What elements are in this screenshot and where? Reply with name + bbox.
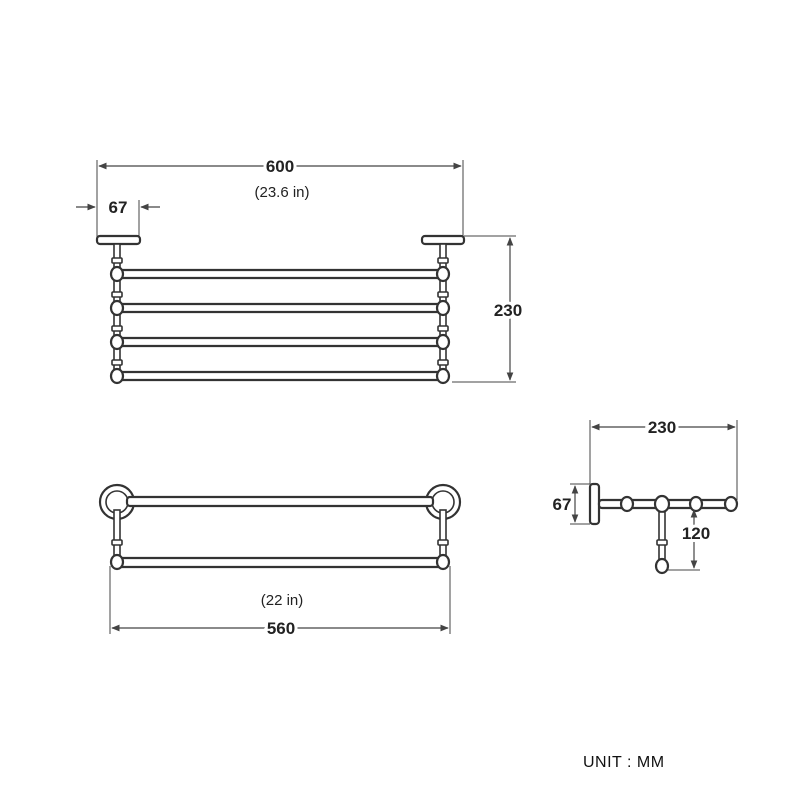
knob-right-4	[435, 367, 451, 385]
side-drop-post	[658, 511, 666, 563]
front-collar-left	[111, 539, 123, 546]
label-height-230: 230	[494, 301, 522, 320]
knob-left-4	[109, 367, 125, 385]
unit-label: UNIT : MM	[583, 754, 665, 771]
rail-1	[115, 268, 445, 280]
wall-plate-right	[420, 234, 466, 246]
side-view: 230 67 120	[550, 415, 739, 575]
knob-left-1	[109, 265, 125, 283]
collar-left-2	[111, 291, 123, 298]
label-width-600: 600	[266, 157, 294, 176]
front-knob-left	[109, 553, 125, 571]
side-knob-end	[723, 495, 739, 513]
collar-right-3	[437, 325, 449, 332]
side-drop-knob	[654, 557, 670, 575]
side-knob-1	[619, 495, 635, 513]
collar-right-4	[437, 359, 449, 366]
knob-left-3	[109, 333, 125, 351]
label-plate-67: 67	[553, 495, 572, 514]
front-rail-bottom	[115, 556, 445, 569]
label-drop-120: 120	[682, 524, 710, 543]
front-collar-right	[437, 539, 449, 546]
label-width-560: 560	[267, 619, 295, 638]
label-bracket-67: 67	[109, 198, 128, 217]
top-view: 600 (23.6 in) 67	[76, 154, 525, 385]
collar-left-1	[111, 257, 123, 264]
front-rail-top	[125, 495, 435, 508]
front-post-left	[113, 509, 121, 561]
wall-plate-left	[95, 234, 142, 246]
collar-right-2	[437, 291, 449, 298]
label-width-inches-front: (22 in)	[261, 592, 304, 609]
collar-right-1	[437, 257, 449, 264]
front-knob-right	[435, 553, 451, 571]
side-drop-collar	[656, 539, 668, 546]
rail-2	[115, 302, 445, 314]
rail-3	[115, 336, 445, 348]
knob-right-3	[435, 333, 451, 351]
knob-left-2	[109, 299, 125, 317]
side-knob-2	[653, 494, 671, 514]
front-view: (22 in) 560	[98, 483, 462, 641]
collar-left-3	[111, 325, 123, 332]
side-knob-3	[688, 495, 704, 513]
knob-right-2	[435, 299, 451, 317]
side-wall-plate	[588, 482, 601, 526]
rail-4	[115, 370, 445, 382]
collar-left-4	[111, 359, 123, 366]
label-width-inches: (23.6 in)	[254, 184, 309, 201]
knob-right-1	[435, 265, 451, 283]
front-post-right	[439, 509, 447, 561]
label-depth-230: 230	[648, 418, 676, 437]
